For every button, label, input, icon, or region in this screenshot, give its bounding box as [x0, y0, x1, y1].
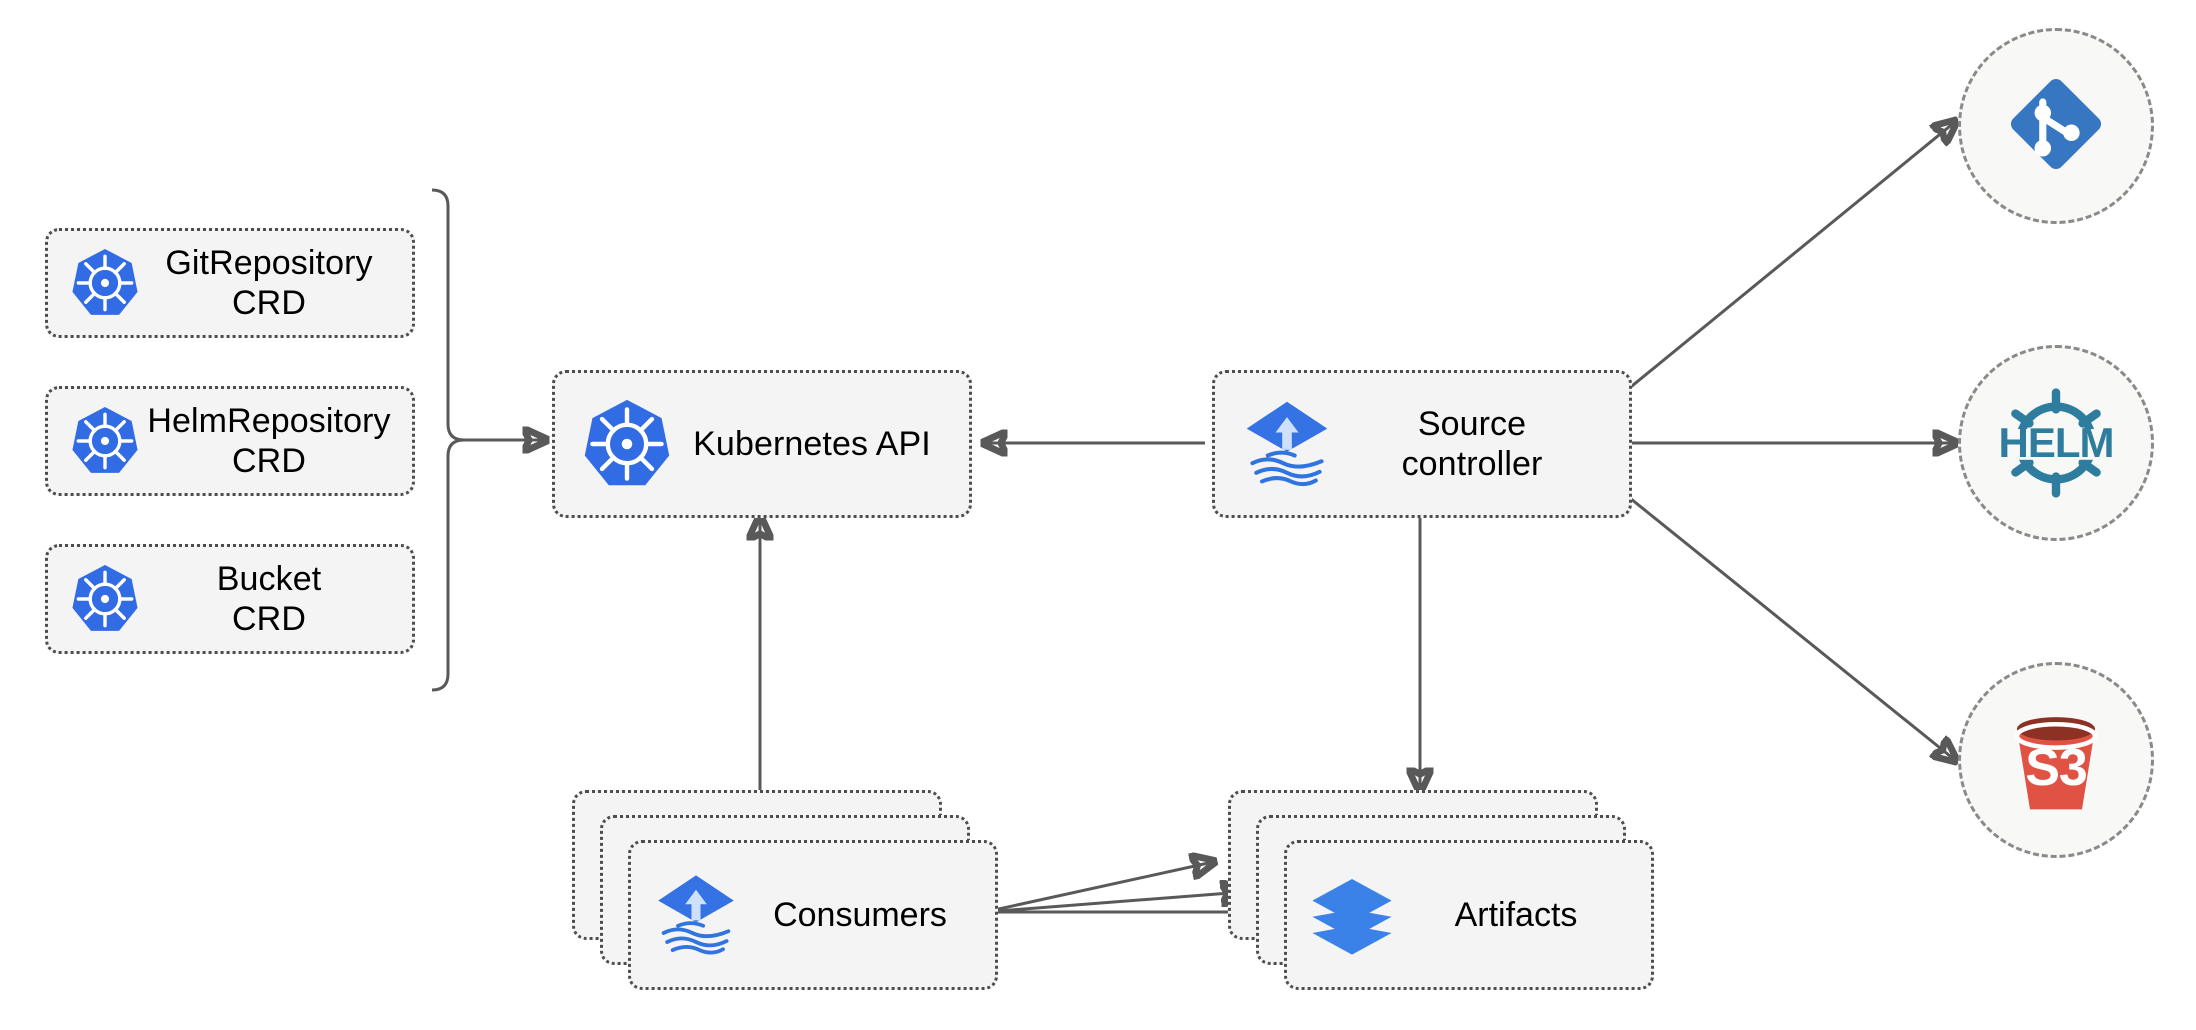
helm-icon: HELM	[1981, 368, 2131, 518]
flux-icon	[649, 868, 743, 962]
helmrepository-crd-label: HelmRepository CRD	[147, 401, 391, 480]
s3-label: S3	[2025, 739, 2088, 798]
crd-group-brace	[431, 188, 465, 692]
helmrepository-crd-card[interactable]: HelmRepository CRD	[45, 386, 415, 496]
wire-sourcecontroller-to-git	[1604, 122, 1955, 410]
consumers-label: Consumers	[773, 895, 947, 934]
helm-source-circle[interactable]: HELM	[1958, 345, 2154, 541]
artifacts-node[interactable]: Artifacts	[1228, 790, 1654, 990]
helm-label: HELM	[1998, 419, 2115, 466]
bucket-crd-label: Bucket CRD	[216, 559, 322, 638]
wire-consumers-to-artifacts-2	[984, 892, 1243, 914]
artifacts-label: Artifacts	[1454, 895, 1578, 934]
source-controller-node[interactable]: Source controller	[1212, 370, 1632, 518]
flux-icon	[1237, 394, 1337, 494]
artifacts-card-front[interactable]: Artifacts	[1284, 840, 1654, 990]
wire-consumers-to-artifacts-1	[984, 862, 1213, 914]
bucket-crd-card[interactable]: Bucket CRD	[45, 544, 415, 654]
gitrepository-crd-label: GitRepository CRD	[165, 243, 373, 322]
gitrepository-crd-card[interactable]: GitRepository CRD	[45, 228, 415, 338]
kubernetes-icon	[577, 394, 677, 494]
layers-icon	[1305, 868, 1399, 962]
s3-source-circle[interactable]: S3	[1958, 662, 2154, 858]
consumers-node[interactable]: Consumers	[572, 790, 998, 990]
s3-icon: S3	[1986, 690, 2126, 830]
kubernetes-icon	[66, 402, 144, 480]
kubernetes-icon	[66, 244, 144, 322]
kubernetes-icon	[66, 560, 144, 638]
git-source-circle[interactable]	[1958, 28, 2154, 224]
consumers-card-front[interactable]: Consumers	[628, 840, 998, 990]
wire-sourcecontroller-to-s3	[1604, 476, 1955, 760]
kubernetes-api-node[interactable]: Kubernetes API	[552, 370, 972, 518]
source-controller-label: Source controller	[1401, 404, 1543, 483]
kubernetes-api-label: Kubernetes API	[693, 424, 931, 463]
git-icon	[2001, 69, 2111, 184]
